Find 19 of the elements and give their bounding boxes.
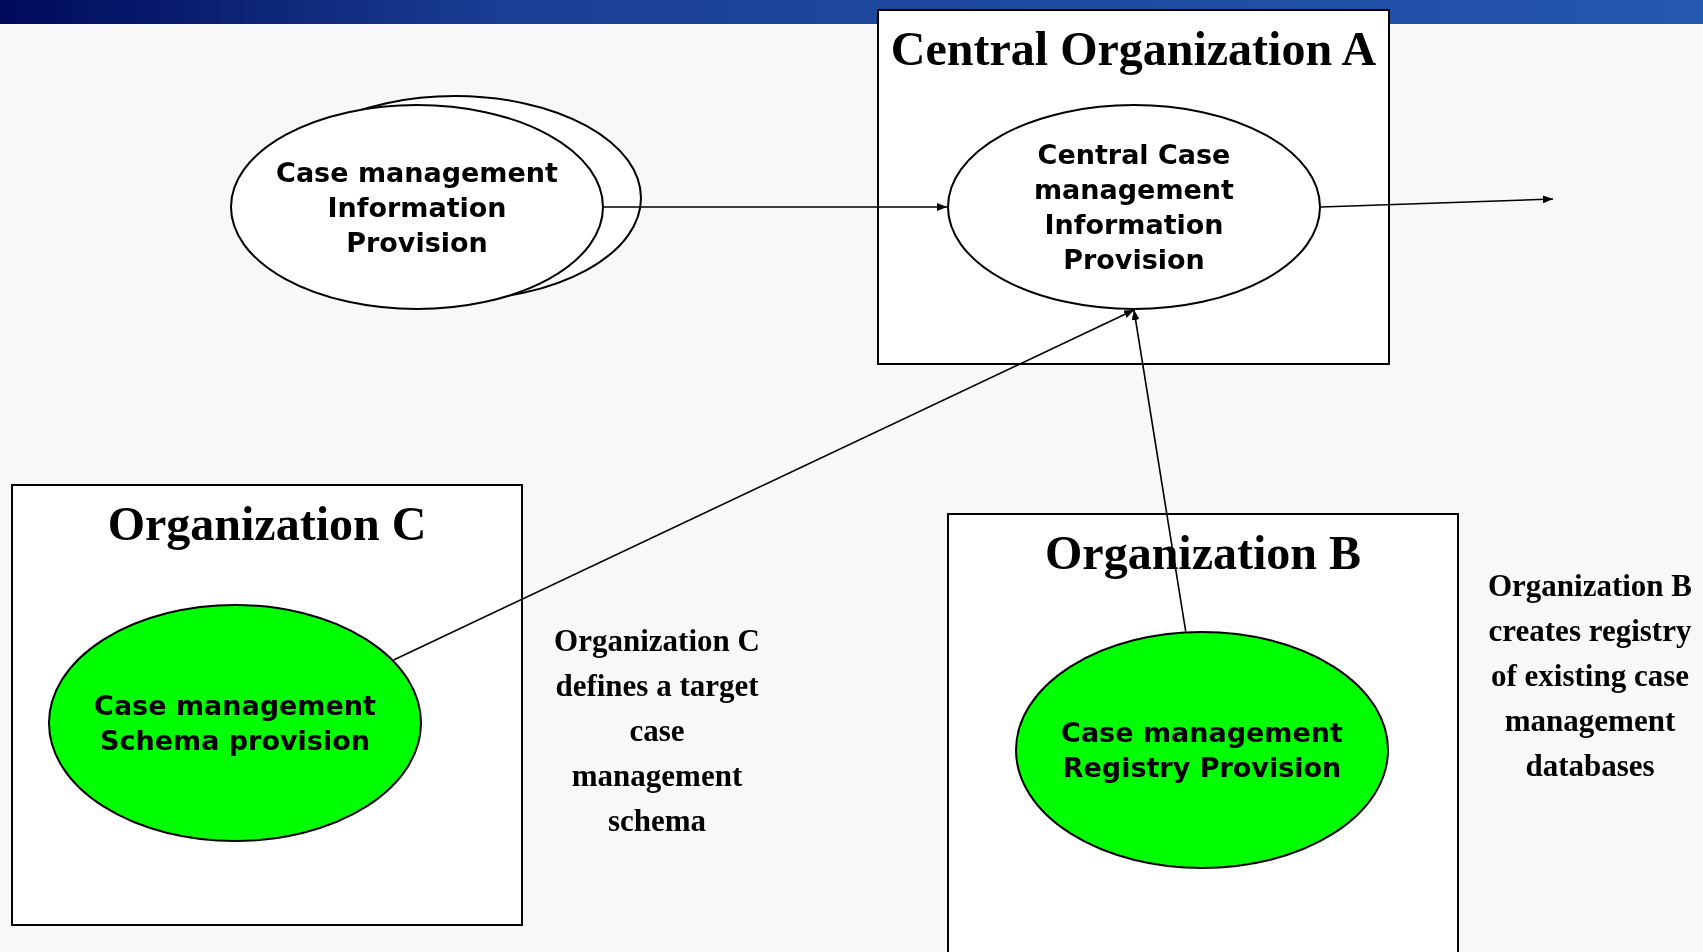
ellipse-label: Case management Registry Provision (1060, 716, 1344, 785)
box-title: Central Organization A (889, 21, 1378, 76)
stacked-ellipse (230, 95, 642, 310)
arrow (1131, 309, 1187, 633)
ellipse-label: Case management Information Provision (275, 155, 559, 260)
ellipse-label: Central Case management Information Provision (1033, 138, 1235, 277)
note-text: Organization C defines a target case management schema (553, 622, 761, 840)
arrow (1320, 195, 1554, 208)
process-ellipse (947, 104, 1321, 310)
note-text: Organization B creates registry of existing case management databases (1486, 567, 1694, 785)
process-ellipse (1015, 631, 1389, 869)
box-title: Organization C (106, 496, 428, 551)
arrow (392, 309, 1135, 661)
process-ellipse (48, 604, 422, 842)
organization-box (11, 484, 523, 926)
organization-box (947, 513, 1459, 952)
organization-box (877, 9, 1390, 365)
ellipse-label: Case management Schema provision (93, 689, 377, 758)
arrow (603, 203, 948, 211)
